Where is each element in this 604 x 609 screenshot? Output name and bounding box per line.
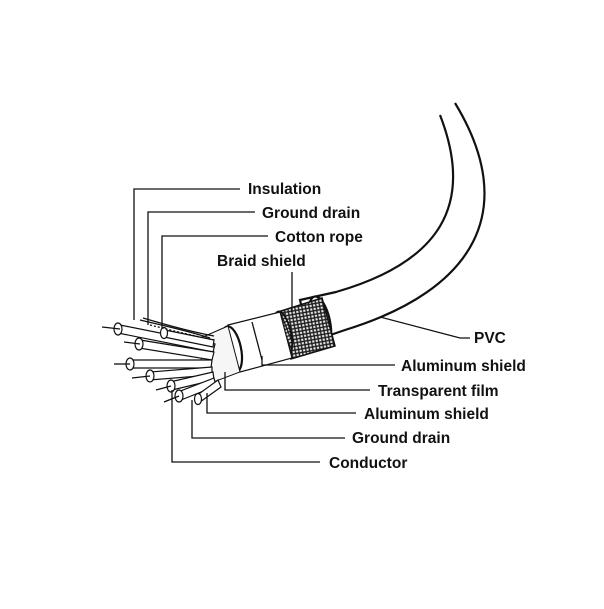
leader-pvc (379, 316, 470, 339)
wire-bundle (101, 317, 222, 406)
label-cotton-rope: Cotton rope (275, 229, 363, 246)
aluminum-shield-fold-line (251, 321, 263, 361)
leader-aluminum-shield-outer (261, 356, 395, 366)
leader-ground-drain-top (147, 211, 255, 325)
leader-ground-drain-bottom (191, 400, 345, 439)
label-insulation: Insulation (248, 181, 321, 198)
leader-cotton-rope (161, 235, 268, 328)
pvc-jacket (298, 102, 486, 344)
label-braid-shield: Braid shield (217, 253, 306, 270)
leader-conductor (171, 390, 320, 463)
label-transparent-film: Transparent film (378, 383, 499, 400)
label-pvc: PVC (474, 330, 506, 347)
leader-aluminum-shield-inner (206, 393, 356, 414)
label-ground-drain-top: Ground drain (262, 205, 360, 222)
label-ground-drain-bottom: Ground drain (352, 430, 450, 447)
leader-insulation (133, 188, 240, 320)
leader-lines (133, 188, 470, 463)
label-conductor: Conductor (329, 455, 407, 472)
label-aluminum-shield-outer: Aluminum shield (401, 358, 526, 375)
leader-transparent-film (224, 372, 370, 391)
label-aluminum-shield-inner: Aluminum shield (364, 406, 489, 423)
